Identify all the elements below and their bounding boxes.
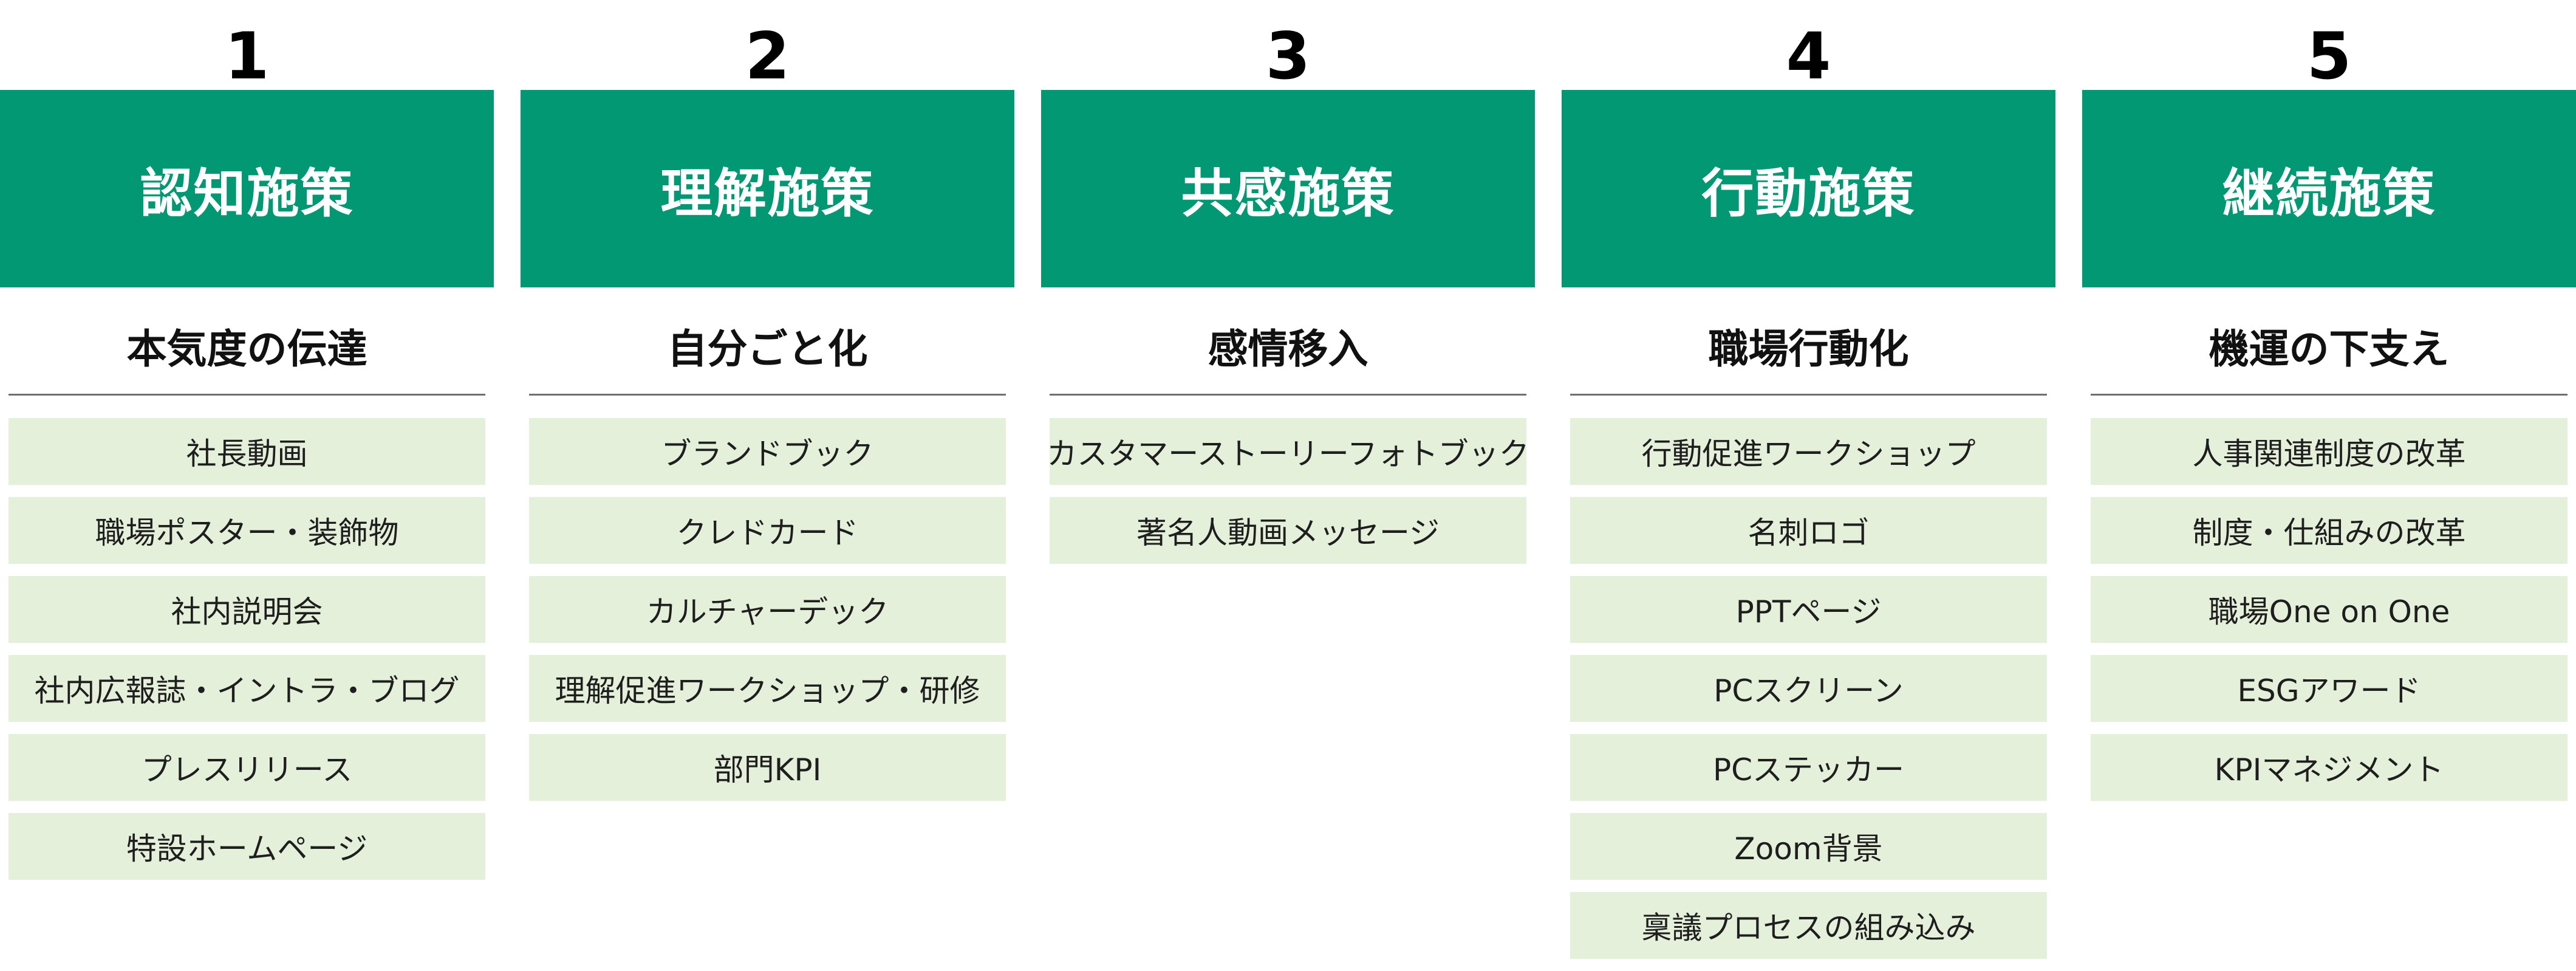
column-header: 継続施策 bbox=[2082, 90, 2576, 287]
list-item: 部門KPI bbox=[529, 734, 1006, 801]
column-subtitle: 職場行動化 bbox=[1708, 326, 1909, 372]
list-item: 制度・仕組みの改革 bbox=[2091, 497, 2567, 564]
column-title: 共感施策 bbox=[1181, 163, 1395, 224]
column-header: 認知施策 bbox=[0, 90, 494, 287]
list-item: 名刺ロゴ bbox=[1570, 497, 2047, 564]
list-item: 著名人動画メッセージ bbox=[1050, 497, 1526, 564]
list-item: クレドカード bbox=[529, 497, 1006, 564]
column-title: 理解施策 bbox=[660, 163, 875, 224]
list-item: KPIマネジメント bbox=[2091, 734, 2567, 801]
column-number: 3 bbox=[1265, 19, 1311, 94]
list-item: 職場ポスター・装飾物 bbox=[9, 497, 485, 564]
item-list: カスタマーストーリーフォトブック 著名人動画メッセージ bbox=[1050, 418, 1526, 576]
column-continuity: 5 継続施策 機運の下支え 人事関連制度の改革 制度・仕組みの改革 職場One … bbox=[2082, 0, 2576, 965]
column-number: 5 bbox=[2306, 19, 2352, 94]
column-action: 4 行動施策 職場行動化 行動促進ワークショップ 名刺ロゴ PPTページ PCス… bbox=[1562, 0, 2055, 965]
list-item: 行動促進ワークショップ bbox=[1570, 418, 2047, 485]
list-item: PCスクリーン bbox=[1570, 655, 2047, 722]
column-subtitle: 自分ごと化 bbox=[667, 326, 868, 372]
column-title: 認知施策 bbox=[140, 163, 354, 224]
list-item: 職場One on One bbox=[2091, 576, 2567, 643]
column-header: 理解施策 bbox=[521, 90, 1014, 287]
divider bbox=[1050, 394, 1526, 396]
column-understanding: 2 理解施策 自分ごと化 ブランドブック クレドカード カルチャーデック 理解促… bbox=[521, 0, 1014, 965]
column-empathy: 3 共感施策 感情移入 カスタマーストーリーフォトブック 著名人動画メッセージ bbox=[1041, 0, 1535, 965]
divider bbox=[2091, 394, 2567, 396]
list-item: PPTページ bbox=[1570, 576, 2047, 643]
list-item: プレスリリース bbox=[9, 734, 485, 801]
divider bbox=[1570, 394, 2047, 396]
column-title: 行動施策 bbox=[1701, 163, 1916, 224]
item-list: 人事関連制度の改革 制度・仕組みの改革 職場One on One ESGアワード… bbox=[2091, 418, 2567, 813]
item-list: 社長動画 職場ポスター・装飾物 社内説明会 社内広報誌・イントラ・ブログ プレス… bbox=[9, 418, 485, 892]
column-awareness: 1 認知施策 本気度の伝達 社長動画 職場ポスター・装飾物 社内説明会 社内広報… bbox=[0, 0, 494, 965]
column-subtitle: 感情移入 bbox=[1208, 326, 1368, 372]
column-header: 行動施策 bbox=[1562, 90, 2055, 287]
list-item: 社内広報誌・イントラ・ブログ bbox=[9, 655, 485, 722]
divider bbox=[9, 394, 485, 396]
list-item: カスタマーストーリーフォトブック bbox=[1050, 418, 1526, 485]
column-subtitle: 本気度の伝達 bbox=[126, 326, 367, 372]
list-item: 人事関連制度の改革 bbox=[2091, 418, 2567, 485]
column-number: 1 bbox=[224, 19, 270, 94]
item-list: 行動促進ワークショップ 名刺ロゴ PPTページ PCスクリーン PCステッカー … bbox=[1570, 418, 2047, 971]
list-item: 社長動画 bbox=[9, 418, 485, 485]
list-item: ブランドブック bbox=[529, 418, 1006, 485]
column-number: 4 bbox=[1786, 19, 1831, 94]
column-subtitle: 機運の下支え bbox=[2209, 326, 2450, 372]
column-number: 2 bbox=[745, 19, 790, 94]
column-title: 継続施策 bbox=[2222, 163, 2436, 224]
list-item: PCステッカー bbox=[1570, 734, 2047, 801]
item-list: ブランドブック クレドカード カルチャーデック 理解促進ワークショップ・研修 部… bbox=[529, 418, 1006, 813]
list-item: カルチャーデック bbox=[529, 576, 1006, 643]
divider bbox=[529, 394, 1006, 396]
list-item: 理解促進ワークショップ・研修 bbox=[529, 655, 1006, 722]
list-item: 特設ホームページ bbox=[9, 813, 485, 880]
column-header: 共感施策 bbox=[1041, 90, 1535, 287]
list-item: Zoom背景 bbox=[1570, 813, 2047, 880]
list-item: ESGアワード bbox=[2091, 655, 2567, 722]
list-item: 稟議プロセスの組み込み bbox=[1570, 892, 2047, 959]
list-item: 社内説明会 bbox=[9, 576, 485, 643]
